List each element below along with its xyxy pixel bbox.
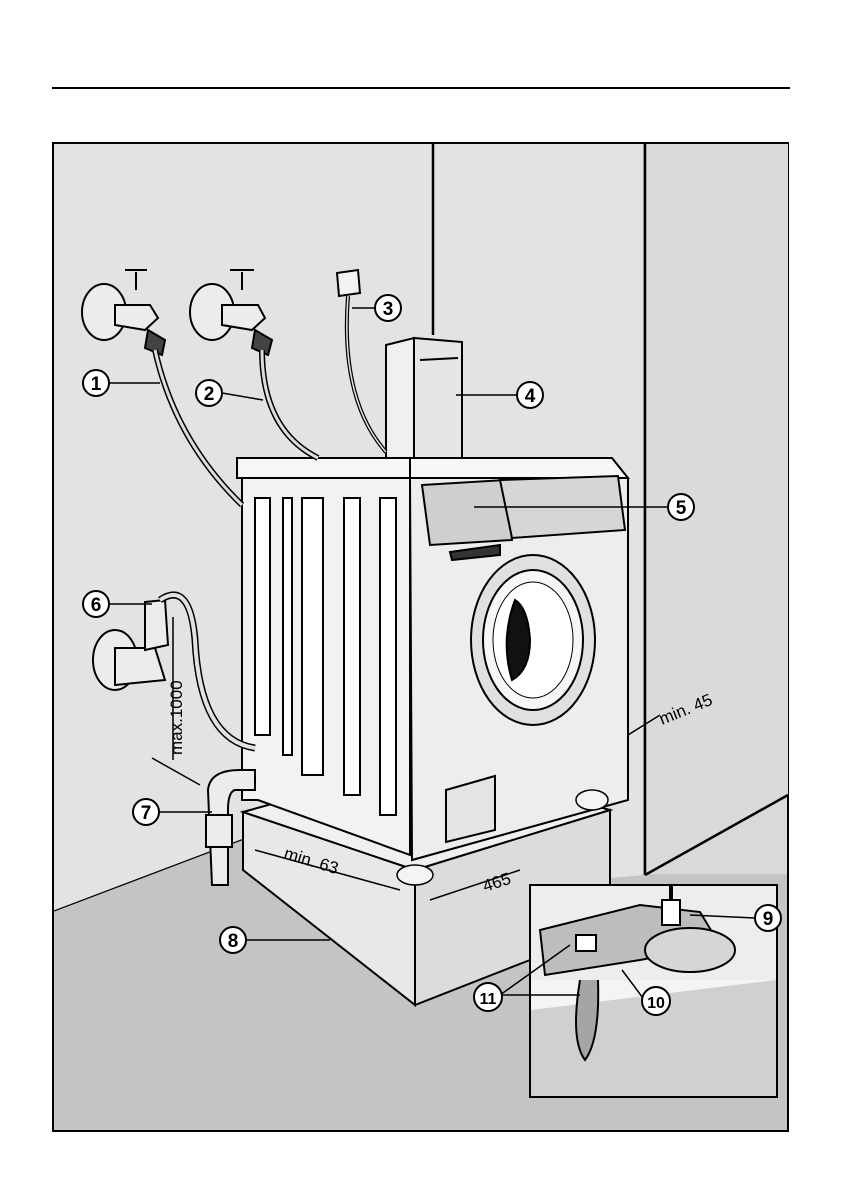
callout-7: 7 <box>133 799 159 825</box>
callout-11: 11 <box>474 983 502 1011</box>
svg-text:5: 5 <box>676 498 687 519</box>
callout-5: 5 <box>668 494 694 520</box>
svg-text:3: 3 <box>383 299 394 320</box>
callout-2: 2 <box>196 380 222 406</box>
callout-6: 6 <box>83 591 109 617</box>
svg-text:6: 6 <box>91 595 102 616</box>
power-socket <box>337 270 360 296</box>
svg-text:11: 11 <box>480 991 497 1008</box>
callout-4: 4 <box>517 382 543 408</box>
callout-3: 3 <box>375 295 401 321</box>
svg-text:8: 8 <box>228 931 239 952</box>
top-device <box>386 338 462 458</box>
callout-8: 8 <box>220 927 246 953</box>
svg-text:1: 1 <box>91 374 102 395</box>
svg-text:2: 2 <box>204 384 215 405</box>
svg-text:4: 4 <box>525 386 536 407</box>
svg-text:7: 7 <box>141 803 152 824</box>
svg-text:9: 9 <box>763 909 774 930</box>
callout-1: 1 <box>83 370 109 396</box>
drain-height-label: max.1000 <box>167 680 186 755</box>
washer-body <box>237 458 628 860</box>
svg-text:10: 10 <box>647 995 665 1012</box>
callout-10: 10 <box>642 987 670 1015</box>
callout-9: 9 <box>755 905 781 931</box>
